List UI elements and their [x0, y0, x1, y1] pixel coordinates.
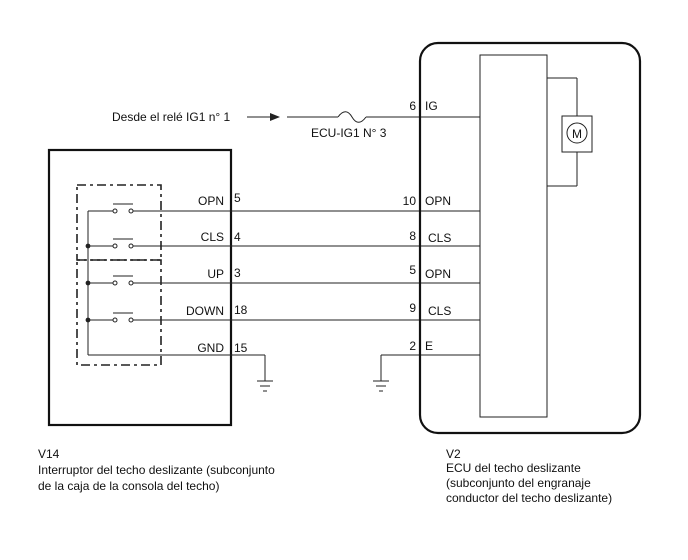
v2-pin-ig-name: IG — [425, 99, 438, 113]
v2-desc-line2: (subconjunto del engranaje — [446, 476, 591, 490]
v2-desc-line1: ECU del techo deslizante — [446, 461, 581, 475]
v14-pin-gnd-num: 15 — [234, 341, 248, 355]
v2-pin-opn2-name: OPN — [425, 267, 451, 281]
motor-label: M — [572, 127, 582, 141]
switch-up — [85, 275, 231, 286]
v14-pin-down-name: DOWN — [186, 304, 224, 318]
switch-down — [85, 312, 231, 323]
v14-box — [47, 148, 233, 427]
v2-pin-opn1-name: OPN — [425, 194, 451, 208]
source-label: Desde el relé IG1 n° 1 — [112, 110, 231, 124]
v14-pin-up-num: 3 — [234, 266, 241, 280]
v2-code: V2 — [446, 447, 461, 461]
v2-pin-cls2-name: CLS — [428, 304, 451, 318]
fuse-symbol — [337, 111, 367, 123]
v2-pin-opn1-num: 10 — [403, 194, 417, 208]
v14-pin-cls-name: CLS — [201, 230, 224, 244]
v2-pin-cls1-name: CLS — [428, 231, 451, 245]
v14-switch-group-2 — [76, 259, 162, 366]
ground-symbol-v2 — [373, 355, 389, 392]
motor-housing — [561, 115, 593, 153]
v14-pin-opn-num: 5 — [234, 191, 241, 205]
ground-symbol-v14 — [257, 355, 273, 392]
v2-pin-opn2-num: 5 — [409, 263, 416, 277]
v2-pin-cls1-num: 8 — [409, 229, 416, 243]
v14-pin-down-num: 18 — [234, 303, 248, 317]
v2-ecu-inner — [479, 54, 548, 418]
v14-desc-line1: Interruptor del techo deslizante (subcon… — [38, 463, 275, 477]
switch-opn — [88, 203, 231, 214]
v14-pin-up-name: UP — [207, 267, 224, 281]
v2-pin-ig-num: 6 — [409, 99, 416, 113]
v14-code: V14 — [38, 447, 60, 461]
fuse-label: ECU-IG1 N° 3 — [311, 126, 387, 140]
motor-icon — [566, 122, 588, 144]
v2-pin-cls2-num: 9 — [409, 301, 416, 315]
v14-desc-line2: de la caja de la consola del techo) — [38, 479, 219, 493]
v2-box — [418, 41, 642, 435]
v14-pin-gnd-name: GND — [197, 341, 224, 355]
v14-pin-opn-name: OPN — [198, 194, 224, 208]
v2-desc-line3: conductor del techo deslizante) — [446, 491, 612, 505]
v2-pin-e-name: E — [425, 339, 433, 353]
v14-pin-cls-num: 4 — [234, 230, 241, 244]
switch-cls — [85, 238, 231, 249]
v2-pin-e-num: 2 — [409, 339, 416, 353]
v14-switch-group-1 — [76, 184, 162, 261]
